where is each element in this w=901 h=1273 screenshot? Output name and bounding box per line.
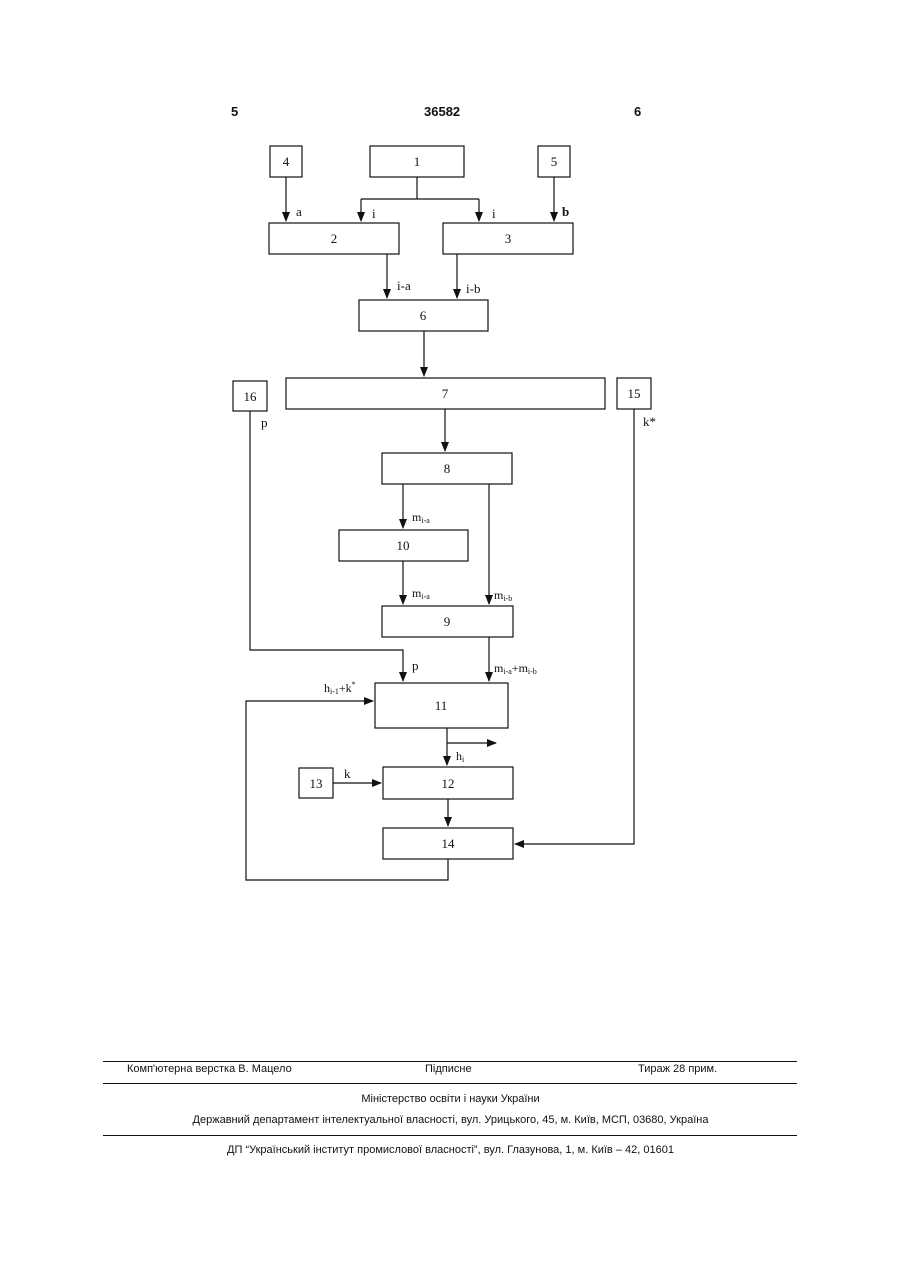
label-k-star: k* (643, 414, 656, 429)
label-k: k (344, 766, 351, 781)
block-7: 7 (286, 378, 605, 409)
block-2: 2 (269, 223, 399, 254)
block-6: 6 (359, 300, 488, 331)
block-4: 4 (270, 146, 302, 177)
footer-department: Державний департамент інтелектуальної вл… (0, 1114, 901, 1126)
block-5: 5 (538, 146, 570, 177)
label-sum-m: mi-a+mi-b (494, 661, 537, 676)
label-a: a (296, 204, 302, 219)
block-1-label: 1 (414, 154, 421, 169)
block-5-label: 5 (551, 154, 558, 169)
block-11-label: 11 (435, 698, 448, 713)
block-7-label: 7 (442, 386, 449, 401)
block-3: 3 (443, 223, 573, 254)
block-2-label: 2 (331, 231, 338, 246)
block-14: 14 (383, 828, 513, 859)
block-9: 9 (382, 606, 513, 637)
block-10: 10 (339, 530, 468, 561)
label-m-ib: mi-b (494, 588, 512, 603)
block-11: 11 (375, 683, 508, 728)
block-16: 16 (233, 381, 267, 411)
block-9-label: 9 (444, 614, 451, 629)
footer-signed: Підписне (425, 1063, 472, 1075)
footer-layout-credit: Комп'ютерна верстка В. Мацело (127, 1063, 292, 1075)
label-i-left: i (372, 206, 376, 221)
footer-circulation: Тираж 28 прим. (638, 1063, 717, 1075)
block-8: 8 (382, 453, 512, 484)
block-16-label: 16 (244, 389, 258, 404)
label-i-right: i (492, 206, 496, 221)
label-b: b (562, 204, 569, 219)
footer-ministry: Міністерство освіти і науки України (0, 1093, 901, 1105)
block-12-label: 12 (442, 776, 455, 791)
block-13-label: 13 (310, 776, 323, 791)
block-6-label: 6 (420, 308, 427, 323)
label-m-ia-2: mi-a (412, 586, 430, 601)
label-p-top: p (261, 415, 268, 430)
label-i-minus-b: i-b (466, 281, 480, 296)
block-8-label: 8 (444, 461, 451, 476)
footer-rule-middle (103, 1083, 797, 1084)
footer-rule-top (103, 1061, 797, 1062)
block-10-label: 10 (397, 538, 410, 553)
block-1: 1 (370, 146, 464, 177)
label-i-minus-a: i-a (397, 278, 411, 293)
block-15: 15 (617, 378, 651, 409)
block-4-label: 4 (283, 154, 290, 169)
label-m-ia-1: mi-a (412, 510, 430, 525)
block-13: 13 (299, 768, 333, 798)
block-12: 12 (383, 767, 513, 799)
block-diagram: 1 4 5 2 3 6 7 16 15 8 10 9 11 13 12 14 a… (0, 0, 901, 900)
block-3-label: 3 (505, 231, 512, 246)
footer-rule-bottom (103, 1135, 797, 1136)
label-p-bottom: p (412, 658, 419, 673)
block-15-label: 15 (628, 386, 641, 401)
block-14-label: 14 (442, 836, 456, 851)
footer-institute: ДП “Український інститут промислової вла… (0, 1144, 901, 1156)
label-h-i: hi (456, 749, 465, 764)
label-h-prev-plus-k: hi-1+k* (324, 680, 356, 696)
